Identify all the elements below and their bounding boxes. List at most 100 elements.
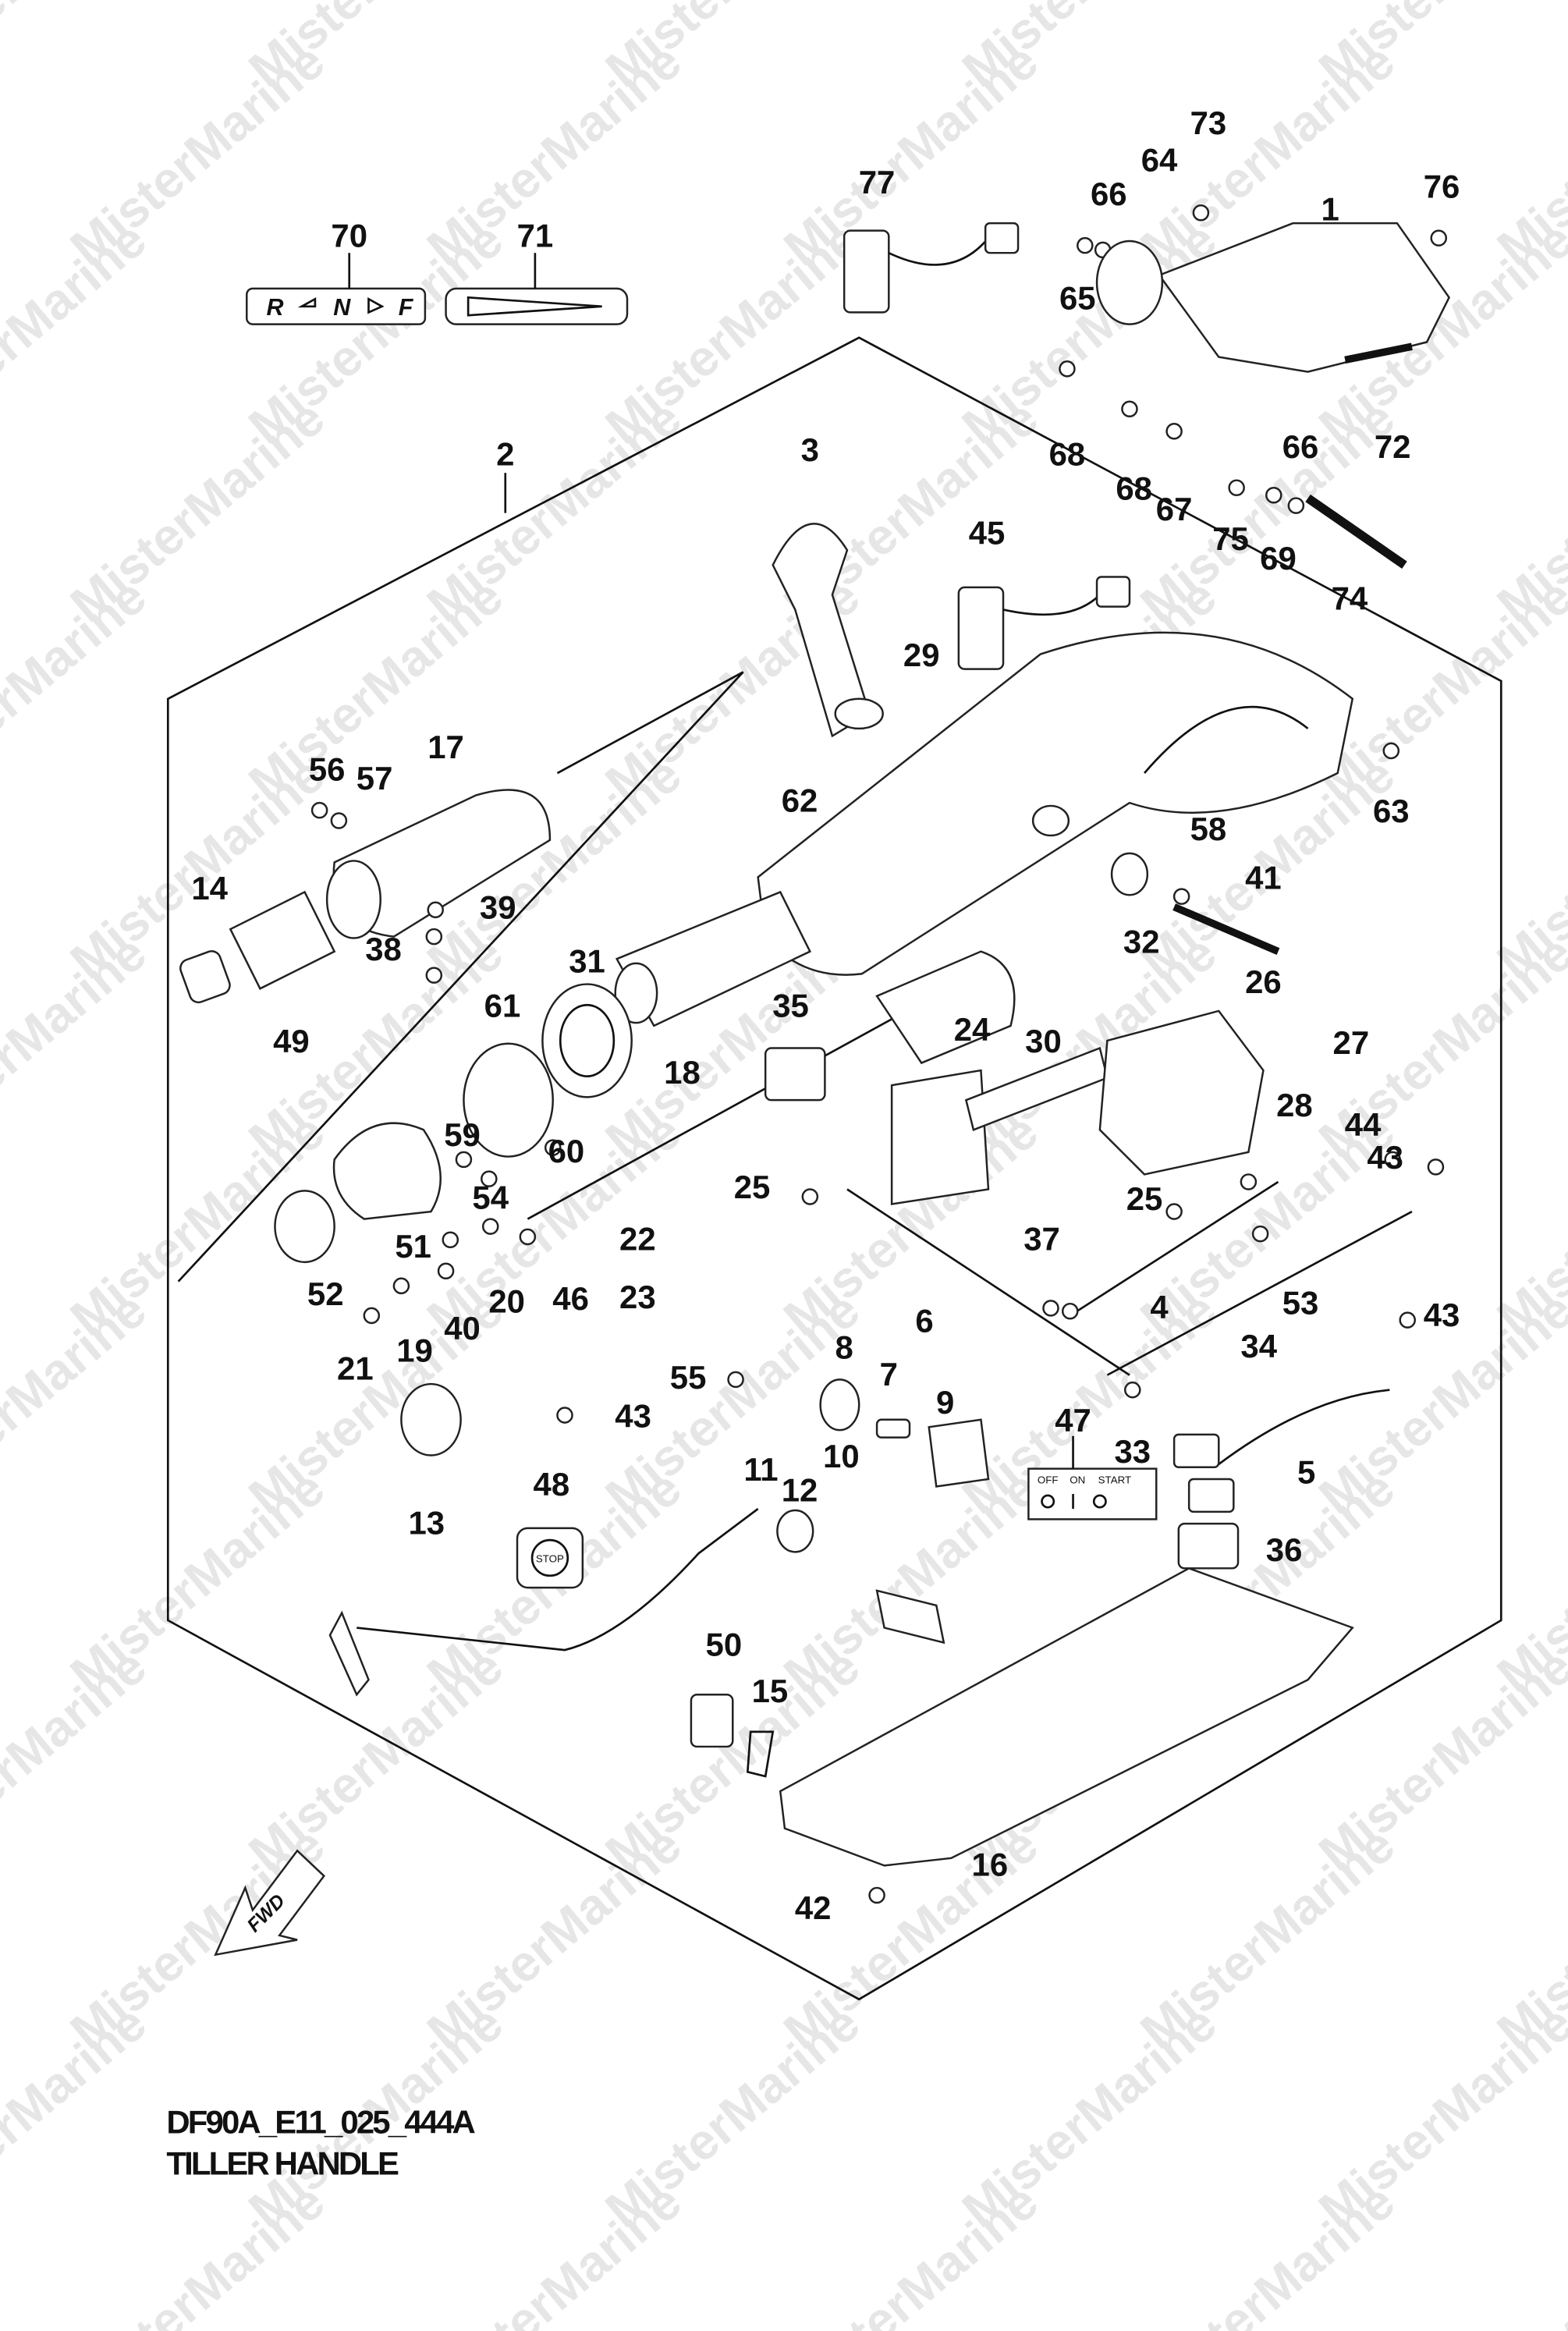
grip-cap-14 bbox=[229, 890, 336, 990]
callout-label: 65 bbox=[1059, 280, 1096, 317]
callout-label: 44 bbox=[1345, 1106, 1382, 1143]
callout-label: 64 bbox=[1141, 141, 1178, 178]
lanyard-coil bbox=[357, 1508, 759, 1652]
fastener bbox=[310, 801, 328, 819]
callout-label: 7 bbox=[880, 1356, 898, 1393]
watermark-text: MisterMarine bbox=[0, 211, 157, 455]
decal-f: F bbox=[399, 294, 414, 321]
cable-34 bbox=[1106, 1210, 1413, 1376]
callout-label: 30 bbox=[1025, 1023, 1062, 1059]
fastener bbox=[1061, 1302, 1079, 1320]
callout-label: 62 bbox=[782, 782, 818, 819]
fastener bbox=[437, 1262, 455, 1280]
callout-label: 25 bbox=[734, 1169, 771, 1205]
clip-50 bbox=[690, 1694, 734, 1748]
callout-label: 12 bbox=[782, 1472, 818, 1509]
callout-label: 58 bbox=[1190, 811, 1227, 847]
lower-cover-16 bbox=[779, 1566, 1354, 1867]
decal-70-shift-label: R N F bbox=[246, 253, 427, 325]
callout-label: 2 bbox=[496, 436, 514, 473]
callout-label: 72 bbox=[1375, 428, 1411, 465]
fastener bbox=[1059, 360, 1076, 378]
callout-label: 1 bbox=[1321, 190, 1339, 227]
bracket-24 bbox=[890, 1069, 990, 1205]
callout-label: 77 bbox=[859, 164, 896, 200]
fasteners bbox=[310, 204, 1448, 1904]
decal-on: ON bbox=[1070, 1474, 1085, 1486]
callout-label: 38 bbox=[365, 931, 402, 967]
callout-label: 70 bbox=[331, 218, 367, 254]
neutral-switch-26 bbox=[1098, 1009, 1265, 1176]
rod-18 bbox=[527, 1009, 907, 1220]
callout-label: 52 bbox=[307, 1275, 344, 1312]
callout-label: 43 bbox=[615, 1397, 651, 1434]
decal-start: START bbox=[1098, 1474, 1131, 1486]
watermark-text: MisterMarine bbox=[417, 2173, 692, 2331]
fastener bbox=[442, 1231, 459, 1249]
fastener bbox=[1077, 236, 1094, 254]
watermark-text: MisterMarine bbox=[0, 0, 157, 98]
fastener bbox=[868, 1886, 885, 1904]
callout-label: 41 bbox=[1245, 860, 1282, 896]
fastener bbox=[1172, 888, 1190, 905]
callout-label: 61 bbox=[484, 987, 521, 1024]
callout-label: 39 bbox=[480, 889, 516, 926]
callout-label: 74 bbox=[1332, 580, 1368, 616]
fastener bbox=[330, 812, 348, 829]
plate-61 bbox=[463, 1042, 554, 1158]
plate-36 bbox=[1177, 1522, 1240, 1570]
watermark-text: MisterMarine bbox=[0, 1281, 157, 1525]
grip-wedge bbox=[177, 671, 744, 1283]
callout-label: 24 bbox=[954, 1011, 991, 1048]
callout-label: 17 bbox=[427, 729, 464, 765]
fastener bbox=[425, 967, 443, 984]
diagram-code: DF90A_E11_025_444A bbox=[166, 2103, 475, 2140]
decal-off: OFF bbox=[1038, 1474, 1059, 1486]
fastener bbox=[363, 1307, 381, 1325]
fastener bbox=[1121, 400, 1138, 418]
callout-label: 25 bbox=[1126, 1180, 1163, 1217]
callout-label: 66 bbox=[1091, 176, 1127, 212]
callout-label: 40 bbox=[444, 1310, 481, 1346]
fastener bbox=[727, 1371, 744, 1389]
callout-label: 3 bbox=[801, 431, 819, 468]
tiller-arm-62 bbox=[757, 631, 1354, 976]
switch-45 bbox=[957, 586, 1005, 670]
fastener bbox=[1042, 1300, 1059, 1317]
watermark-text: MisterMarine bbox=[59, 2173, 335, 2331]
fastener bbox=[1430, 229, 1448, 247]
callout-label: 51 bbox=[395, 1228, 431, 1265]
assembly-frame bbox=[166, 336, 1502, 2001]
callout-label: 46 bbox=[552, 1280, 589, 1317]
callout-label: 8 bbox=[835, 1329, 853, 1366]
fastener bbox=[1427, 1158, 1445, 1176]
callout-label: 19 bbox=[396, 1332, 433, 1368]
callout-label: 23 bbox=[619, 1279, 656, 1315]
knob-51 bbox=[332, 1122, 442, 1220]
fwd-arrow: FWD bbox=[214, 1849, 325, 1957]
fastener bbox=[425, 928, 443, 946]
callout-label: 32 bbox=[1123, 924, 1160, 960]
callout-label: 68 bbox=[1116, 470, 1152, 506]
bracket-1 bbox=[1158, 222, 1451, 373]
callout-label: 47 bbox=[1055, 1402, 1091, 1439]
fastener bbox=[481, 1218, 499, 1235]
callout-label: 48 bbox=[534, 1466, 570, 1503]
decal-n: N bbox=[333, 294, 351, 321]
callout-label: 33 bbox=[1114, 1433, 1151, 1470]
callout-label: 71 bbox=[517, 218, 554, 254]
callout-label: 5 bbox=[1297, 1454, 1315, 1491]
callout-label: 36 bbox=[1266, 1531, 1303, 1568]
callout-label: 27 bbox=[1333, 1024, 1370, 1061]
fastener bbox=[1165, 1203, 1183, 1220]
bolt-74 bbox=[1305, 494, 1407, 569]
key-switch-9 bbox=[928, 1418, 990, 1488]
stop-plate-48: STOP bbox=[516, 1527, 584, 1589]
fastener bbox=[1399, 1311, 1417, 1329]
decal-47-key-positions: OFF ON START bbox=[1027, 1435, 1158, 1520]
callout-label: 73 bbox=[1190, 105, 1227, 141]
callout-label: 43 bbox=[1424, 1297, 1460, 1333]
fastener bbox=[556, 1407, 573, 1424]
